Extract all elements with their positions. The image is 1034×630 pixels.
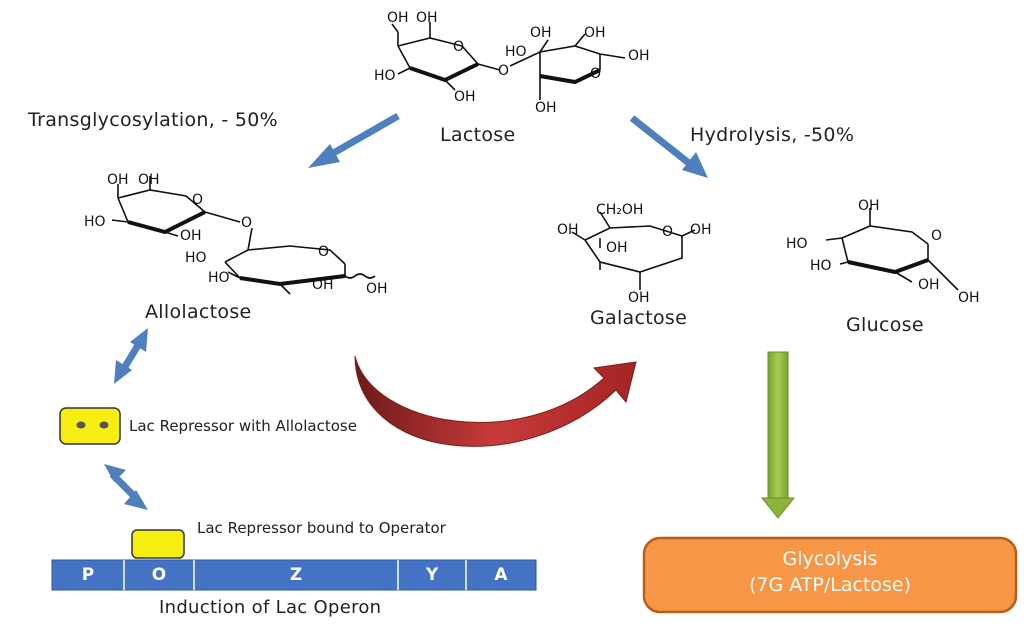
chem-label: O [453, 39, 464, 55]
glycolysis-box [642, 536, 1018, 614]
double-arrow-allolactose-repressor [114, 328, 148, 384]
chem-label: O [931, 228, 942, 244]
chem-label: O [241, 215, 252, 231]
hydrolysis-label: Hydrolysis, -50% [690, 124, 855, 146]
chem-label: OH [366, 281, 388, 297]
chem-label: CH₂OH [596, 202, 643, 218]
chem-label: HO [374, 68, 396, 84]
glycolysis-text: Glycolysis (7G ATP/Lactose) [644, 546, 1016, 598]
chem-label: OH [584, 25, 606, 41]
allolactose-structure: OH OH O HO OH O HO HO OH OH O [84, 172, 388, 297]
chem-label: HO [185, 250, 207, 266]
chem-label: OH [107, 172, 129, 188]
chem-label: OH [557, 222, 579, 238]
chem-label: O [498, 63, 509, 79]
repressor-with-allolactose [59, 407, 121, 445]
chem-label: OH [312, 277, 334, 293]
chem-label: OH [180, 228, 202, 244]
chem-label: OH [918, 277, 940, 293]
chem-label: HO [505, 44, 527, 60]
lactose-label: Lactose [440, 124, 516, 146]
hydrolysis-arrow [629, 115, 708, 178]
operon-segment-o: O [151, 565, 167, 585]
chem-label: O [318, 244, 329, 260]
operon-segment-a: A [494, 565, 508, 585]
glycolysis-title: Glycolysis [782, 548, 878, 570]
chem-label: OH [628, 48, 650, 64]
double-arrow-repressor-operator [104, 464, 148, 510]
chem-label: OH [535, 100, 557, 116]
repressor-bound-operator [131, 529, 185, 559]
galactose-structure: CH₂OH OH OH O OH OH [557, 202, 712, 306]
repressor-with-allolactose-label: Lac Repressor with Allolactose [129, 417, 357, 435]
chem-label: HO [810, 258, 832, 274]
chem-label: OH [606, 240, 628, 256]
lactose-structure: OH OH O HO OH O HO OH OH OH O OH [374, 10, 650, 116]
glucose-label: Glucose [846, 314, 924, 336]
transglycosylation-label: Transglycosylation, - 50% [28, 109, 279, 131]
chem-label: OH [454, 89, 476, 105]
repressor-bound-label: Lac Repressor bound to Operator [197, 519, 446, 537]
chem-label: OH [387, 10, 409, 26]
chem-label: O [590, 66, 601, 82]
glycolysis-arrow [760, 351, 796, 519]
chem-label: O [662, 224, 673, 240]
operon-segment-p: P [81, 565, 95, 585]
chem-label: OH [690, 222, 712, 238]
chem-label: OH [138, 172, 160, 188]
allolactose-label: Allolactose [145, 301, 252, 323]
operon-segment-z: Z [289, 565, 303, 585]
glycolysis-subtitle: (7G ATP/Lactose) [748, 574, 911, 596]
glucose-structure: OH HO HO O OH OH [786, 198, 980, 306]
chem-label: OH [530, 25, 552, 41]
galactose-label: Galactose [590, 307, 688, 329]
chem-label: OH [958, 290, 980, 306]
chem-label: OH [416, 10, 438, 26]
chem-label: HO [786, 236, 808, 252]
chem-label: O [192, 192, 203, 208]
induction-label: Induction of Lac Operon [159, 597, 382, 618]
transglycosylation-arrow [308, 112, 400, 168]
induction-curved-arrow [354, 355, 637, 447]
chem-label: HO [208, 270, 230, 286]
operon-segment-y: Y [425, 565, 439, 585]
operon-bar [51, 559, 537, 591]
chem-label: OH [628, 290, 650, 306]
chem-label: OH [858, 198, 880, 214]
chem-label: HO [84, 214, 106, 230]
